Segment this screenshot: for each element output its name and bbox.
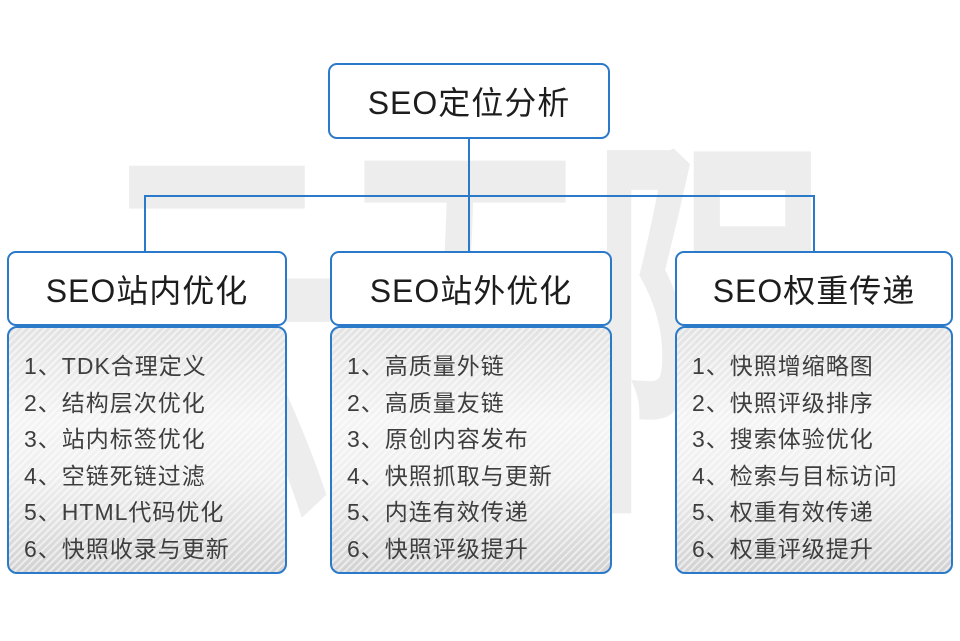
list-item: 6、快照评级提升 [347, 535, 529, 562]
branch-node-onsite: SEO站内优化 [7, 251, 287, 326]
connector-drop-right [813, 195, 815, 253]
list-item: 5、HTML代码优化 [24, 499, 225, 525]
connector-drop-left [144, 195, 146, 253]
list-item: 1、TDK合理定义 [24, 353, 207, 379]
branch-node-onsite-label: SEO站内优化 [45, 272, 249, 309]
weight-list: 1、快照增缩略图 2、快照评级排序 3、搜索体验优化 4、检索与目标访问 5、权… [677, 328, 951, 567]
panel-onsite-list: 1、TDK合理定义 2、结构层次优化 3、站内标签优化 4、空链死链过滤 5、H… [7, 326, 287, 574]
list-item: 3、搜索体验优化 [692, 426, 874, 452]
connector-horizontal-bus [144, 195, 815, 197]
root-node-seo-positioning: SEO定位分析 [328, 63, 610, 139]
onsite-list: 1、TDK合理定义 2、结构层次优化 3、站内标签优化 4、空链死链过滤 5、H… [9, 328, 285, 567]
connector-drop-middle [468, 195, 470, 253]
list-item: 2、快照评级排序 [692, 389, 874, 416]
offsite-list: 1、高质量外链 2、高质量友链 3、原创内容发布 4、快照抓取与更新 5、内连有… [332, 328, 610, 567]
list-item: 5、权重有效传递 [692, 499, 874, 525]
branch-node-offsite-label: SEO站外优化 [369, 272, 573, 309]
list-item: 6、权重评级提升 [692, 535, 874, 562]
list-item: 3、原创内容发布 [347, 426, 529, 452]
branch-node-offsite: SEO站外优化 [330, 251, 612, 326]
panel-offsite-list: 1、高质量外链 2、高质量友链 3、原创内容发布 4、快照抓取与更新 5、内连有… [330, 326, 612, 574]
root-node-label: SEO定位分析 [367, 85, 571, 121]
list-item: 2、高质量友链 [347, 389, 505, 416]
list-item: 1、快照增缩略图 [692, 353, 874, 379]
panel-weight-list: 1、快照增缩略图 2、快照评级排序 3、搜索体验优化 4、检索与目标访问 5、权… [675, 326, 953, 574]
branch-node-weight-label: SEO权重传递 [712, 272, 916, 309]
list-item: 3、站内标签优化 [24, 426, 206, 452]
list-item: 4、快照抓取与更新 [347, 462, 553, 489]
list-item: 1、高质量外链 [347, 353, 505, 379]
list-item: 6、快照收录与更新 [24, 535, 230, 562]
list-item: 4、检索与目标访问 [692, 462, 898, 489]
list-item: 2、结构层次优化 [24, 389, 206, 416]
list-item: 5、内连有效传递 [347, 499, 529, 525]
connector-root-vertical [468, 137, 470, 197]
list-item: 4、空链死链过滤 [24, 462, 206, 489]
branch-node-weight: SEO权重传递 [675, 251, 953, 326]
